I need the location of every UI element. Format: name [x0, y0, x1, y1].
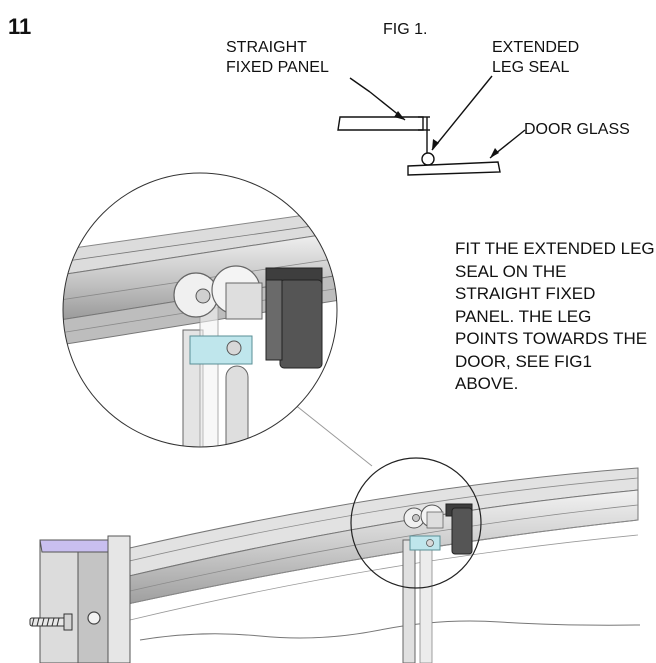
detail-connector-line — [283, 395, 373, 467]
step-number: 11 — [8, 14, 32, 39]
detail-view — [63, 173, 337, 447]
door-glass-shape — [407, 161, 501, 176]
main-assembly — [29, 467, 641, 663]
label-door-glass: DOOR GLASS — [524, 121, 630, 138]
figure-title: FIG 1. — [383, 21, 428, 38]
instruction-text: FIT THE EXTENDED LEG SEAL ON THE STRAIGH… — [455, 239, 655, 393]
wall-screw — [29, 613, 73, 631]
leader-straight-panel — [349, 77, 371, 93]
fixed-panel-glass — [337, 116, 424, 131]
label-extended-leg-seal: EXTENDED LEG SEAL — [492, 39, 580, 76]
seal-bulb — [421, 152, 435, 166]
detail-circle-outline — [62, 172, 338, 448]
fig1-schematic — [337, 75, 526, 176]
label-straight-fixed-panel: STRAIGHT FIXED PANEL — [226, 39, 329, 76]
callout-circle — [350, 457, 482, 589]
leader-extended-seal — [431, 75, 493, 151]
